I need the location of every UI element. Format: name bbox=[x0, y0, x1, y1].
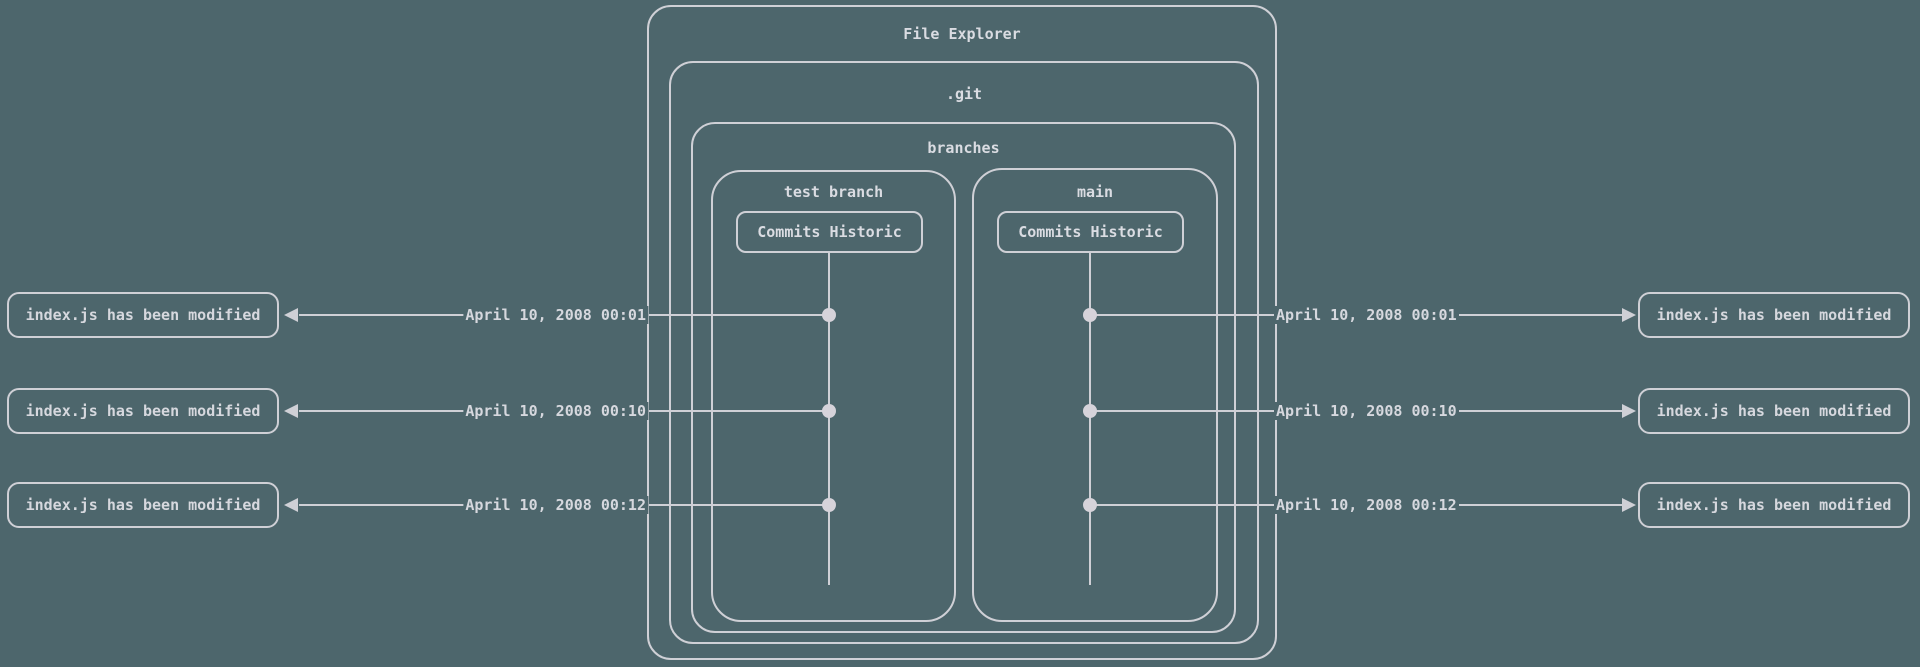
commit-message-box: index.js has been modified bbox=[7, 388, 279, 434]
main-branch-box: main bbox=[972, 168, 1218, 622]
branches-label: branches bbox=[927, 139, 1000, 157]
commit-dot bbox=[1083, 498, 1097, 512]
commit-message-box: index.js has been modified bbox=[7, 482, 279, 528]
commit-dot bbox=[1083, 404, 1097, 418]
arrowhead-left-icon bbox=[284, 404, 298, 418]
commit-date-label: April 10, 2008 00:12 bbox=[1274, 496, 1459, 514]
test-branch-label: test branch bbox=[783, 183, 884, 201]
main-branch-label: main bbox=[1076, 183, 1114, 201]
commit-date-label: April 10, 2008 00:12 bbox=[463, 496, 648, 514]
arrowhead-left-icon bbox=[284, 308, 298, 322]
commit-dot bbox=[1083, 308, 1097, 322]
commit-timeline-main bbox=[1089, 253, 1091, 585]
commit-dot bbox=[822, 308, 836, 322]
commit-message-box: index.js has been modified bbox=[1638, 292, 1910, 338]
arrowhead-right-icon bbox=[1622, 404, 1636, 418]
commit-message-box: index.js has been modified bbox=[1638, 388, 1910, 434]
commit-date-label: April 10, 2008 00:01 bbox=[1274, 306, 1459, 324]
commit-message-box: index.js has been modified bbox=[1638, 482, 1910, 528]
file-explorer-label: File Explorer bbox=[903, 25, 1021, 43]
commits-historic-box-main: Commits Historic bbox=[997, 211, 1184, 253]
commit-dot bbox=[822, 404, 836, 418]
arrowhead-right-icon bbox=[1622, 498, 1636, 512]
test-branch-box: test branch bbox=[711, 170, 956, 622]
commit-timeline-test bbox=[828, 253, 830, 585]
commit-dot bbox=[822, 498, 836, 512]
git-folder-label: .git bbox=[945, 85, 983, 103]
file-explorer-box: File Explorer bbox=[647, 5, 1277, 660]
arrowhead-right-icon bbox=[1622, 308, 1636, 322]
commit-message-box: index.js has been modified bbox=[7, 292, 279, 338]
arrowhead-left-icon bbox=[284, 498, 298, 512]
commit-date-label: April 10, 2008 00:10 bbox=[463, 402, 648, 420]
git-folder-box: .git bbox=[669, 61, 1259, 644]
commits-historic-box-test: Commits Historic bbox=[736, 211, 923, 253]
branches-box: branches bbox=[691, 122, 1236, 633]
commit-date-label: April 10, 2008 00:01 bbox=[463, 306, 648, 324]
commit-date-label: April 10, 2008 00:10 bbox=[1274, 402, 1459, 420]
